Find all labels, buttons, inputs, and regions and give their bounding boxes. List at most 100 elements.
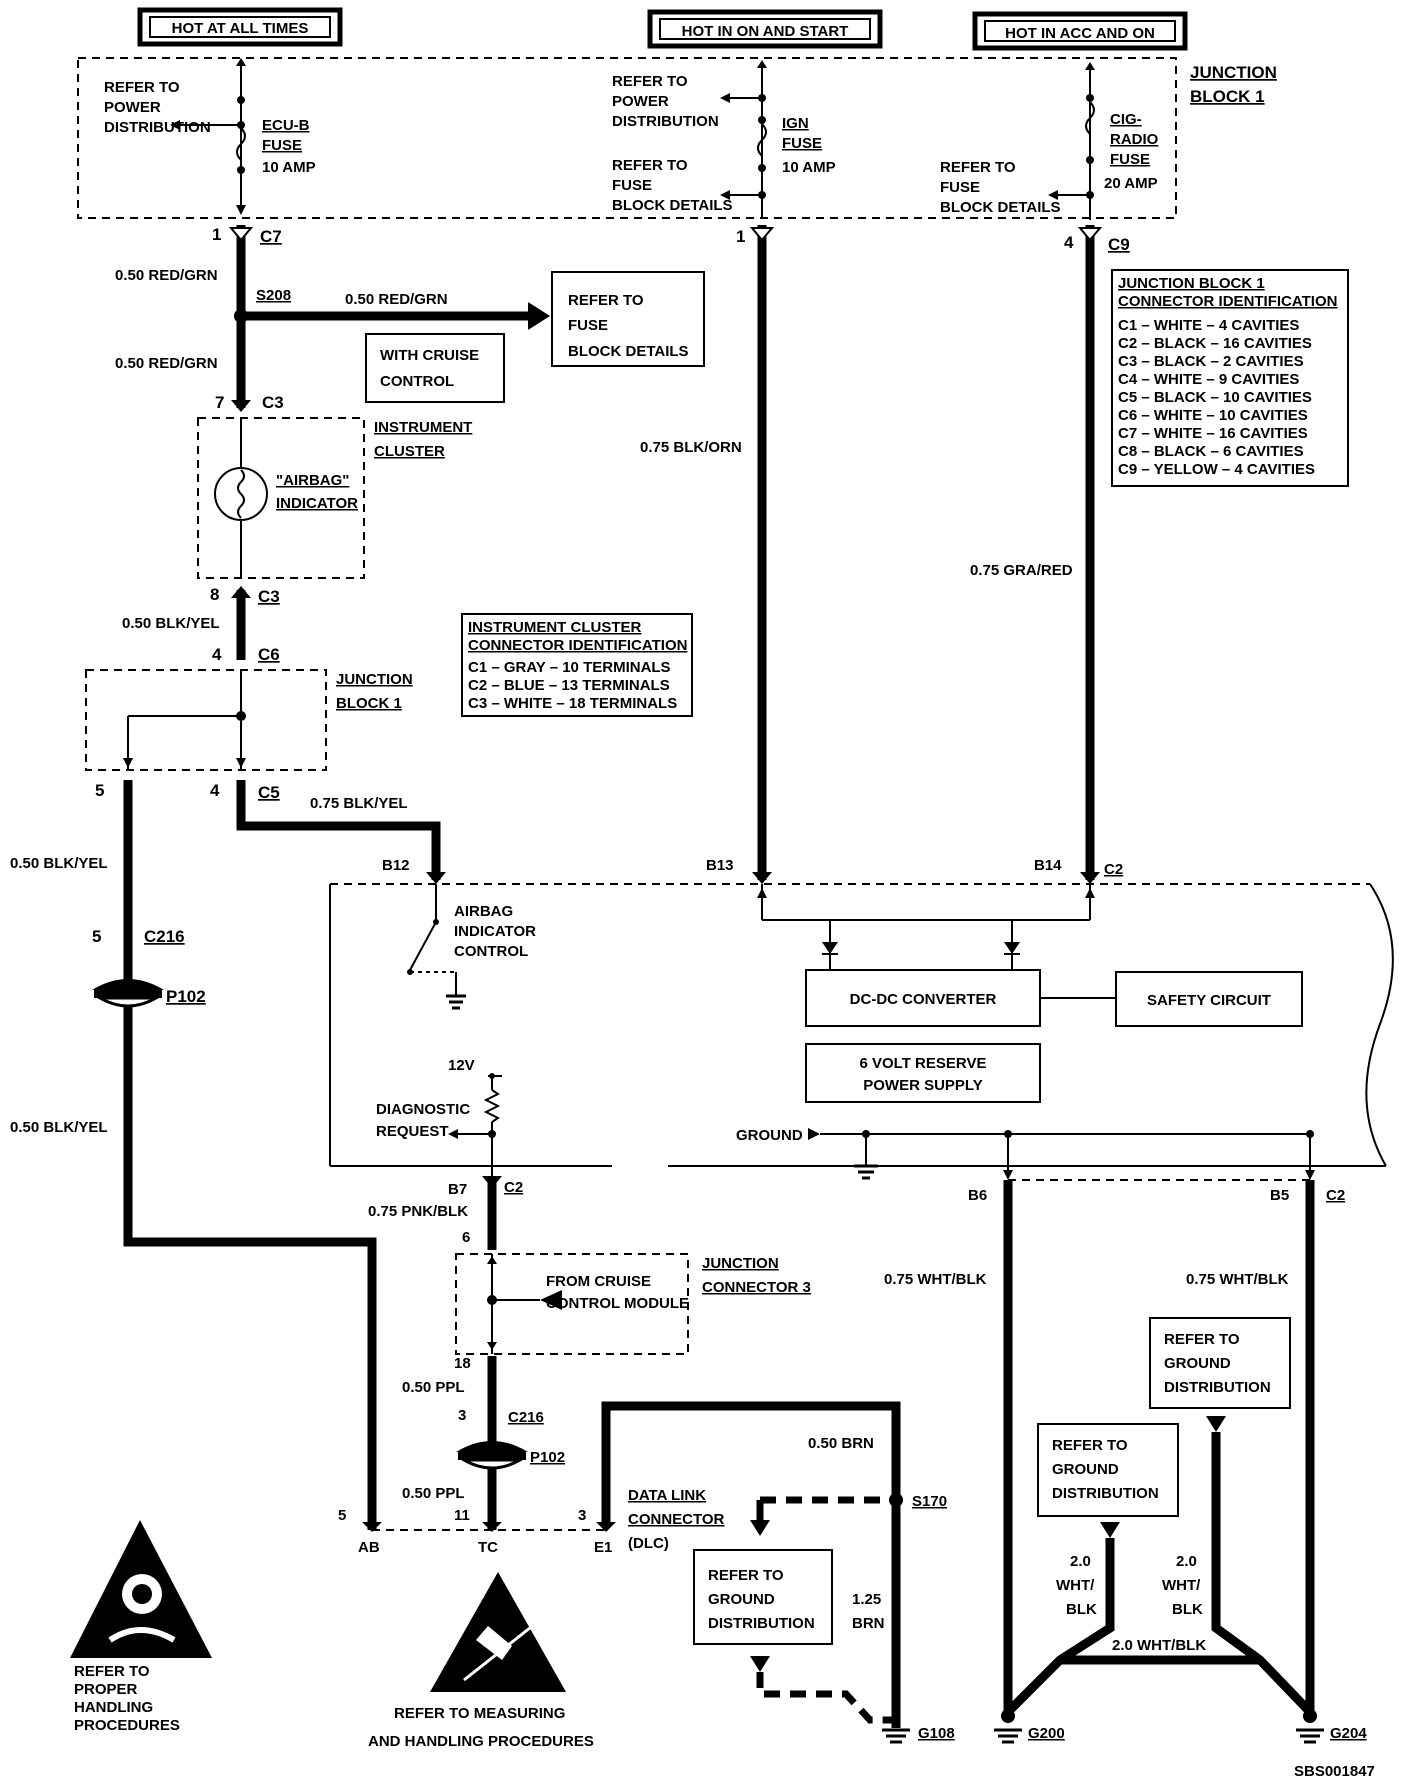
- ground-bus: [808, 1128, 1315, 1180]
- dc-dc-converter-box: [805, 969, 1041, 1027]
- component-label: CONTROL: [454, 943, 528, 960]
- refer-fuse-text: REFER TO: [612, 157, 688, 174]
- component-label: 6 VOLT RESERVE: [860, 1055, 987, 1072]
- refer-ground-text: REFER TO: [708, 1567, 784, 1584]
- junction-block-lower: [85, 669, 327, 771]
- connector-label: P102: [166, 987, 206, 1006]
- refer-power-text: REFER TO: [104, 79, 180, 96]
- diagnostic-request-circuit: [448, 1073, 502, 1176]
- table-title: INSTRUMENT CLUSTER: [468, 619, 641, 636]
- ground-label: G200: [1028, 1725, 1065, 1742]
- terminal-label: B5: [1270, 1187, 1289, 1204]
- component-label: INDICATOR: [276, 495, 358, 512]
- component-label: CONTROL MODULE: [546, 1295, 689, 1312]
- wire-label: 0.50 BLK/YEL: [10, 855, 108, 872]
- component-label: FROM CRUISE: [546, 1273, 651, 1290]
- pin-label: 5: [95, 781, 104, 800]
- table-row: C7 – WHITE – 16 CAVITIES: [1118, 425, 1308, 442]
- warning-text: HANDLING: [74, 1699, 153, 1716]
- wire-label: BLK: [1066, 1601, 1097, 1618]
- wire-label: 0.75 PNK/BLK: [368, 1203, 468, 1220]
- pin-label: 18: [454, 1355, 471, 1372]
- g200-ground-icon: [994, 1709, 1022, 1744]
- refer-ground-text: GROUND: [1052, 1461, 1119, 1478]
- wire-label: 0.75 WHT/BLK: [1186, 1271, 1289, 1288]
- airbag-indicator-bulb-icon: [214, 418, 268, 578]
- component-label: CLUSTER: [374, 443, 445, 460]
- table-row: C3 – WHITE – 18 TERMINALS: [468, 695, 677, 712]
- wire-label: 1.25: [852, 1591, 881, 1608]
- refer-fuse-text: BLOCK DETAILS: [568, 343, 689, 360]
- terminal-label: B14: [1034, 857, 1062, 874]
- note-text: CONTROL: [380, 373, 454, 390]
- note-text: WITH CRUISE: [380, 347, 479, 364]
- connector-label: C9: [1108, 235, 1130, 254]
- esd-warning-triangle-icon: [430, 1572, 566, 1692]
- figure-id: SBS001847: [1294, 1763, 1375, 1780]
- fuse-amp: 20 AMP: [1104, 175, 1158, 192]
- table-row: C4 – WHITE – 9 CAVITIES: [1118, 371, 1299, 388]
- table-row: C1 – GRAY – 10 TERMINALS: [468, 659, 671, 676]
- connector-label: C3: [258, 587, 280, 606]
- pin-label: 8: [210, 585, 219, 604]
- wire-label: BLK: [1172, 1601, 1203, 1618]
- pin-label: 4: [212, 645, 222, 664]
- fuse-name: IGN: [782, 115, 809, 132]
- internal-power-routing: [757, 884, 1116, 999]
- component-label: DC-DC CONVERTER: [850, 991, 997, 1008]
- junction-block-label: BLOCK 1: [1190, 87, 1265, 106]
- table-row: C8 – BLACK – 6 CAVITIES: [1118, 443, 1304, 460]
- splice-label: S208: [256, 287, 291, 304]
- fuse-name: FUSE: [782, 135, 822, 152]
- component-label: DATA LINK: [628, 1487, 706, 1504]
- connector-label: C216: [508, 1409, 544, 1426]
- refer-fuse-text: FUSE: [568, 317, 608, 334]
- terminal-label: B12: [382, 857, 410, 874]
- fuse-name: CIG-: [1110, 111, 1142, 128]
- connector-label: C6: [258, 645, 280, 664]
- refer-fuse-text: FUSE: [612, 177, 652, 194]
- terminal-label: B6: [968, 1187, 987, 1204]
- connector-label: C5: [258, 783, 280, 802]
- table-title: CONNECTOR IDENTIFICATION: [1118, 293, 1337, 310]
- refer-fuse-text: REFER TO: [568, 292, 644, 309]
- table-row: C2 – BLUE – 13 TERMINALS: [468, 677, 670, 694]
- g204-ground-icon: [1296, 1709, 1324, 1744]
- wire-label: 2.0: [1176, 1553, 1197, 1570]
- component-label: DIAGNOSTIC: [376, 1101, 470, 1118]
- table-row: C1 – WHITE – 4 CAVITIES: [1118, 317, 1299, 334]
- wire-label: 0.75 GRA/RED: [970, 562, 1073, 579]
- connector-label: C3: [262, 393, 284, 412]
- component-label: CONNECTOR: [628, 1511, 725, 1528]
- refer-fuse-text: BLOCK DETAILS: [940, 199, 1061, 216]
- reserve-power-box: [805, 1043, 1041, 1103]
- pin-label: 6: [462, 1229, 470, 1246]
- connector-label: C2: [1104, 861, 1123, 878]
- component-label: "AIRBAG": [276, 472, 349, 489]
- wire-label: 0.50 RED/GRN: [115, 355, 218, 372]
- component-label: BLOCK 1: [336, 695, 402, 712]
- header-hot-in-acc-and-on: HOT IN ACC AND ON: [972, 11, 1188, 51]
- ground-label: G204: [1330, 1725, 1367, 1742]
- airbag-indicator-switch-icon: [407, 884, 466, 1010]
- wire-label: 0.50 BLK/YEL: [122, 615, 220, 632]
- connector-label: C2: [504, 1179, 523, 1196]
- refer-ground-box: [693, 1549, 833, 1645]
- pin-label: 1: [212, 225, 221, 244]
- wire-label: 0.75 WHT/BLK: [884, 1271, 987, 1288]
- component-label: INDICATOR: [454, 923, 536, 940]
- wire-label: 0.50 BRN: [808, 1435, 874, 1452]
- pin-label: 4: [210, 781, 220, 800]
- fuse-name: FUSE: [1110, 151, 1150, 168]
- connector-label: C7: [260, 227, 282, 246]
- header-label: HOT IN ACC AND ON: [1005, 25, 1155, 42]
- safety-circuit-box: [1115, 971, 1303, 1027]
- fuse-name: FUSE: [262, 137, 302, 154]
- refer-ground-text: GROUND: [1164, 1355, 1231, 1372]
- refer-ground-text: GROUND: [708, 1591, 775, 1608]
- fuse-name: ECU-B: [262, 117, 310, 134]
- refer-ground-text: REFER TO: [1164, 1331, 1240, 1348]
- table-row: C6 – WHITE – 10 CAVITIES: [1118, 407, 1308, 424]
- connector-label: P102: [530, 1449, 565, 1466]
